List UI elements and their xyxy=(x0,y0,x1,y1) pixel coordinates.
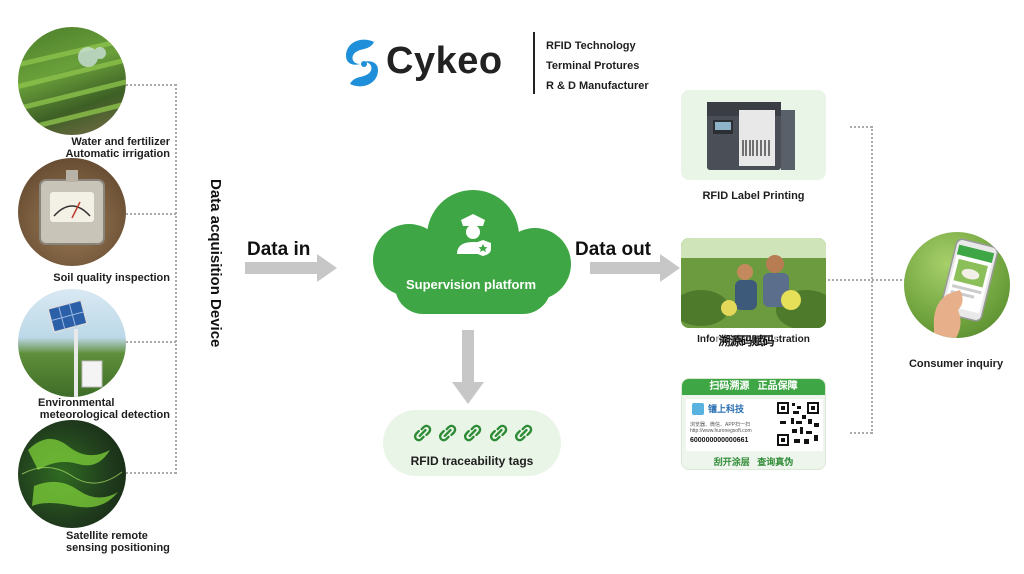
qr-code-icon xyxy=(776,401,820,447)
consumer-photo xyxy=(904,232,1010,338)
connector-irrigation xyxy=(126,84,176,86)
data-acquisition-title: Data acquisition Device xyxy=(207,179,224,348)
link-icon xyxy=(439,424,457,442)
brand-divider xyxy=(533,32,535,94)
link-icon xyxy=(413,424,432,442)
weather-caption-1: Environmental xyxy=(38,397,115,409)
rfid-tags-label: RFID traceability tags xyxy=(410,454,534,468)
connector-vertical-left xyxy=(175,84,177,474)
connector-soil xyxy=(126,213,176,215)
brand-name: Cykeo xyxy=(386,40,503,82)
data-out-label: Data out xyxy=(575,239,651,260)
brand-tagline-3: R & D Manufacturer xyxy=(546,80,649,92)
soil-meter-icon xyxy=(39,170,105,245)
printer-card xyxy=(681,90,826,180)
link-icon xyxy=(514,424,533,442)
trace-code: 600000000000661 xyxy=(690,437,749,444)
connector-satellite xyxy=(126,472,176,474)
brand-tagline-1: RFID Technology xyxy=(546,40,636,52)
company-note: 浏览器、微信、APP扫一扫 xyxy=(690,422,751,428)
connector-printer xyxy=(850,126,872,128)
irrigation-caption-2: Automatic irrigation xyxy=(65,148,170,160)
satellite-caption-2: sensing positioning xyxy=(66,542,170,554)
weather-caption-2: meteorological detection xyxy=(39,409,170,421)
connector-farmers xyxy=(828,279,906,281)
company-url: http://www.huronegsoft.com xyxy=(690,428,752,434)
cloud-label: Supervision platform xyxy=(405,277,537,292)
cykeo-logo-icon xyxy=(346,39,378,87)
label-printer-icon xyxy=(707,102,795,170)
soil-caption: Soil quality inspection xyxy=(53,272,170,284)
data-out-arrow xyxy=(590,254,680,282)
solar-panel-icon xyxy=(47,299,103,397)
farmers-card xyxy=(681,238,826,328)
trace-label-card: 扫码溯源 正品保障 镭上科技 浏览器、微信、APP扫一扫 http://www.… xyxy=(681,378,826,470)
info-registration-overlay: 溯源码赋码 xyxy=(715,332,777,349)
link-icon xyxy=(489,424,507,442)
irrigation-caption-1: Water and fertilizer xyxy=(71,136,170,148)
satellite-caption-1: Satellite remote xyxy=(66,530,148,542)
connector-weather xyxy=(126,341,176,343)
company-logo-icon xyxy=(692,403,704,415)
soil-sensor-photo xyxy=(18,158,126,266)
data-in-label: Data in xyxy=(247,239,311,260)
police-officer-icon xyxy=(457,214,491,256)
consumer-label: Consumer inquiry xyxy=(908,358,1004,370)
printing-label: RFID Label Printing xyxy=(702,190,805,202)
farmers-photo-icon xyxy=(681,238,826,328)
connector-label xyxy=(850,432,872,434)
data-in-arrow xyxy=(245,254,337,282)
company-name: 镭上科技 xyxy=(708,404,745,414)
satellite-map-photo xyxy=(18,420,126,528)
trace-label-body: 镭上科技 浏览器、微信、APP扫一扫 http://www.huronegsof… xyxy=(686,399,823,451)
weather-station-photo xyxy=(18,289,126,397)
brand-tagline-2: Terminal Protures xyxy=(546,60,640,72)
crop-rows-icon xyxy=(18,37,126,134)
satellite-map-icon xyxy=(21,438,123,508)
phone-in-hand-icon xyxy=(933,238,999,338)
rfid-tags-pill xyxy=(383,410,561,476)
trace-label-footer: 刮开涂层 查询真伪 xyxy=(713,457,794,467)
irrigation-photo xyxy=(18,27,126,135)
chain-links-row xyxy=(413,423,533,445)
trace-label-header: 扫码溯源 正品保障 xyxy=(682,379,825,395)
down-arrow xyxy=(452,330,484,404)
brand-header: Cykeo RFID Technology Terminal Protures … xyxy=(340,30,660,100)
link-icon xyxy=(464,424,482,442)
info-registration-label: Information registration 溯源码赋码 xyxy=(681,332,826,350)
supervision-cloud xyxy=(373,190,571,314)
